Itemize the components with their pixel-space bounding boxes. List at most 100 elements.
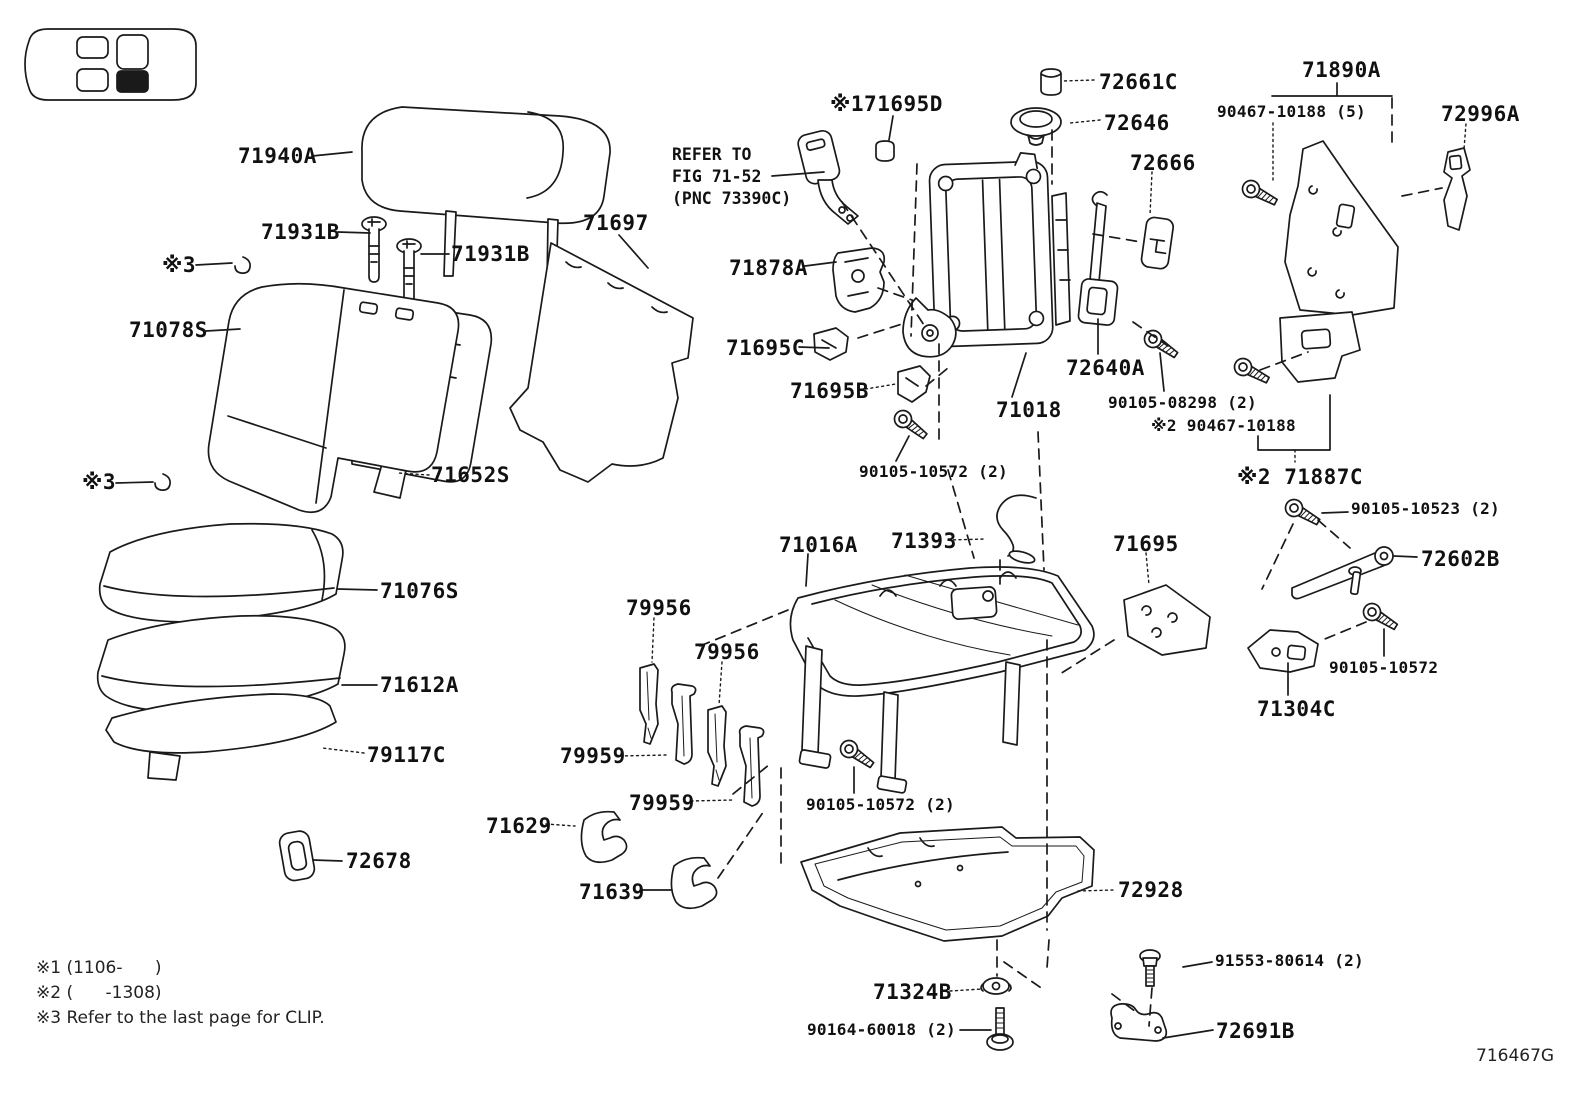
- screw-icon: [890, 406, 932, 444]
- wire-hook-71393-art: [996, 494, 1037, 564]
- vehicle-seat-location-icon: [24, 28, 197, 101]
- part-label: 71652S: [431, 463, 510, 487]
- belt-guide-79956-art: [639, 663, 659, 745]
- part-label: 71393: [891, 529, 957, 553]
- screw-icon: [1281, 495, 1324, 531]
- part-label: 71078S: [129, 318, 208, 342]
- part-label: 72666: [1130, 151, 1196, 175]
- part-label: 90105-10523 (2): [1351, 499, 1500, 518]
- refer-note-line: FIG 71-52: [672, 167, 762, 186]
- seat-cushion-pad-art: [105, 693, 337, 781]
- clip-71695B-mark: [905, 377, 919, 387]
- part-label: ※171695D: [830, 92, 943, 116]
- part-label: 71940A: [238, 144, 317, 168]
- screw-icon: [836, 736, 878, 773]
- cushion-frame-art: [789, 566, 1095, 794]
- figure-code: 716467G: [1476, 1046, 1555, 1066]
- seatback-cushion-art: [207, 282, 460, 514]
- bush-72661C-art: [1040, 68, 1062, 96]
- part-label: 72640A: [1066, 356, 1145, 380]
- bolt-91553-art: [1139, 949, 1161, 987]
- part-label: ※2 90467-10188: [1151, 416, 1296, 435]
- part-label: 71695C: [726, 336, 805, 360]
- clip-71695C-mark: [821, 339, 837, 349]
- part-label: 72678: [346, 849, 412, 873]
- assembly-guide-lines: [699, 97, 1443, 1027]
- part-label: 72602B: [1421, 547, 1500, 571]
- part-label: 79956: [694, 640, 760, 664]
- footnote: ※3 Refer to the last page for CLIP.: [36, 1008, 325, 1028]
- belt-guide-79959-art: [738, 725, 765, 807]
- footnote: ※2 ( -1308): [36, 983, 162, 1003]
- part-label: 71931B: [451, 242, 530, 266]
- part-label: 90164-60018 (2): [807, 1020, 956, 1039]
- clip-72996A-art: [1443, 147, 1471, 231]
- part-label: 72928: [1118, 878, 1184, 902]
- ring-grommet-art: [278, 830, 316, 882]
- clip-hook-icon: [234, 256, 251, 274]
- seatback-board-art: [509, 242, 694, 483]
- part-label: 72661C: [1099, 70, 1178, 94]
- part-label: 72996A: [1441, 102, 1520, 126]
- part-label: 71612A: [380, 673, 459, 697]
- bracket-71304C-art: [1247, 629, 1319, 673]
- part-label: 71629: [486, 814, 552, 838]
- belt-guide-79959-art: [670, 683, 697, 765]
- part-label: 79117C: [367, 743, 446, 767]
- part-label: 72691B: [1216, 1019, 1295, 1043]
- part-label: 90105-08298 (2): [1108, 393, 1257, 412]
- bracket-72691B-art: [1110, 1003, 1168, 1042]
- refer-note: REFER TO FIG 71-52 (PNC 73390C): [672, 144, 791, 210]
- seatbelt-buckle-art: [797, 129, 859, 225]
- part-label: ※2 71887C: [1237, 465, 1364, 489]
- footnotes: ※1 (1106- ) ※2 ( -1308) ※3 Refer to the la…: [36, 956, 325, 1031]
- part-label: 71695: [1113, 532, 1179, 556]
- part-label: 71018: [996, 398, 1062, 422]
- part-label: 79959: [560, 744, 626, 768]
- clip-71695C-art: [813, 327, 849, 361]
- refer-note-line: (PNC 73390C): [672, 189, 792, 208]
- headrest-support-art: [361, 216, 422, 305]
- leader-lines: [115, 115, 1418, 1039]
- part-label: 71324B: [873, 980, 952, 1004]
- screw-icon: [1359, 599, 1402, 635]
- lock-cable-72640A-art: [1077, 190, 1119, 326]
- belt-guide-79956-art: [707, 705, 727, 787]
- cap-72646-art: [1010, 107, 1062, 146]
- hinge-arm-72602B-art: [1291, 546, 1394, 600]
- part-label: 71931B: [261, 220, 340, 244]
- stopper-72666-art: [1140, 216, 1175, 270]
- back-panel-71890A-art: [1284, 140, 1399, 316]
- part-label: 71304C: [1257, 697, 1336, 721]
- cap-71639-art: [670, 856, 718, 910]
- part-label: 72646: [1104, 111, 1170, 135]
- seat-cushion-top-art: [98, 522, 344, 623]
- screw-icon: [1238, 176, 1281, 211]
- under-tray-art: [800, 826, 1095, 942]
- part-label: 90105-10572 (2): [806, 795, 955, 814]
- part-label: 71016A: [779, 533, 858, 557]
- part-label: ※3: [82, 470, 117, 494]
- part-label: 71697: [583, 211, 649, 235]
- part-label: 71890A: [1302, 58, 1381, 82]
- part-label: 71878A: [729, 256, 808, 280]
- wing-nut-71324B-art: [980, 977, 1012, 995]
- refer-note-line: REFER TO: [672, 145, 752, 164]
- screw-icon: [1230, 354, 1273, 389]
- cap-71629-art: [580, 810, 628, 864]
- part-label: 91553-80614 (2): [1215, 951, 1364, 970]
- part-label: ※3: [162, 253, 197, 277]
- bracket-71887C-art: [1279, 311, 1361, 383]
- bracket-71695-art: [1123, 584, 1211, 656]
- part-label: 71076S: [380, 579, 459, 603]
- footnote: ※1 (1106- ): [36, 958, 162, 978]
- group-bracket-lines: [1257, 82, 1393, 451]
- dotted-leader-lines: [321, 79, 1467, 992]
- seatback-hinge-frame-art: [902, 152, 1071, 358]
- bolt-90164-art: [986, 1007, 1014, 1051]
- hinge-cover-art: [832, 247, 886, 313]
- part-label: 90467-10188 (5): [1217, 102, 1366, 121]
- part-label: 90105-10572 (2): [859, 462, 1008, 481]
